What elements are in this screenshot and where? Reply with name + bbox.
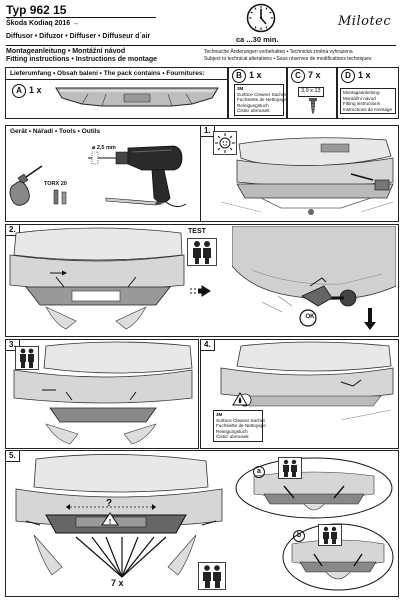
manual-booklet: Montageanleitung Montážní návod Fitting …	[340, 88, 396, 115]
people-icon-detail-a	[278, 457, 302, 479]
tools-panel: Gerät • Nářadí • Tools • Outils	[5, 125, 202, 222]
people-icon-detail-b	[318, 524, 342, 546]
people-icon-step-5	[198, 562, 226, 590]
arrow-right-icon	[190, 285, 212, 297]
ok-label: OK	[305, 314, 315, 320]
type-label: Typ 962 15	[6, 3, 67, 17]
towbar-detail-illustration	[232, 226, 396, 334]
screw-icon	[308, 98, 318, 114]
people-icon	[187, 238, 217, 266]
torx-label: TORX 20	[44, 181, 67, 187]
tools-illustration	[6, 138, 199, 219]
pencil-icon	[105, 197, 164, 206]
screw-size-label: 3,9 x 13	[298, 87, 324, 97]
test-label: TEST	[188, 228, 206, 235]
step-5-car-illustration: !	[6, 451, 236, 594]
part-b-qty: 1 x	[249, 70, 262, 80]
notice-line-1: Technische Änderungen vorbehalten • Tech…	[204, 49, 353, 55]
step-4-number: 4.	[200, 339, 215, 351]
step-4-cleaner: 3M Surface Cleaner Sachet Fuchsiette de …	[213, 410, 266, 442]
step-1-car-illustration	[201, 136, 396, 219]
part-d-qty: 1 x	[358, 70, 371, 80]
drill-size-label: ⌀ 2,5 mm	[92, 145, 116, 151]
people-icon-step-3	[15, 346, 39, 370]
screwdriver-icon	[9, 165, 43, 206]
tools-title: Gerät • Nářadí • Tools • Outils	[10, 128, 101, 135]
step-5-number: 5.	[5, 450, 20, 462]
part-c-letter: C	[291, 69, 305, 83]
part-a-letter: A	[12, 84, 26, 98]
detail-b-callout	[282, 522, 394, 592]
question-mark: ?	[106, 498, 113, 509]
part-b-letter: B	[232, 69, 246, 83]
step-1-number: 1.	[200, 125, 215, 137]
svg-text:!: !	[109, 519, 111, 526]
title-line-2: Fitting instructions • Instructions de m…	[6, 56, 158, 63]
cleaner-sachet: 3M Surface Cleaner Sachet Fuchsiette de …	[234, 84, 287, 116]
detail-a-letter: a	[253, 466, 265, 478]
flame-warning-icon	[232, 392, 248, 406]
part-c-qty: 7 x	[308, 70, 321, 80]
part-d-letter: D	[341, 69, 355, 83]
sun-icon	[213, 131, 237, 155]
torx-bits-icon	[53, 189, 67, 205]
brand-logo: Milotec	[338, 14, 392, 29]
diffuser-part-icon	[52, 82, 222, 112]
vehicle-model: Škoda Kodiaq 2016 →	[6, 20, 80, 27]
product-name: Diffusor • Difuzor • Diffuser • Diffuseu…	[6, 33, 151, 40]
title-line-1: Montageanleitung • Montážní návod	[6, 48, 126, 55]
step-2-car-illustration	[6, 225, 186, 334]
part-a-qty: 1 x	[29, 85, 42, 95]
notice-line-2: Subject to technical alterations • Sous …	[204, 56, 372, 62]
drill-icon	[88, 145, 187, 208]
step-3-car-illustration	[6, 340, 196, 446]
screw-count-label: 7 x	[111, 578, 124, 588]
title-rule	[6, 45, 396, 46]
header-rule	[6, 17, 156, 18]
fitting-time: ca ...30 min.	[236, 35, 279, 44]
contents-title: Lieferumfang • Obsah balení • The pack c…	[6, 68, 227, 80]
clock-icon	[246, 3, 276, 33]
detail-b-letter: b	[293, 530, 305, 542]
